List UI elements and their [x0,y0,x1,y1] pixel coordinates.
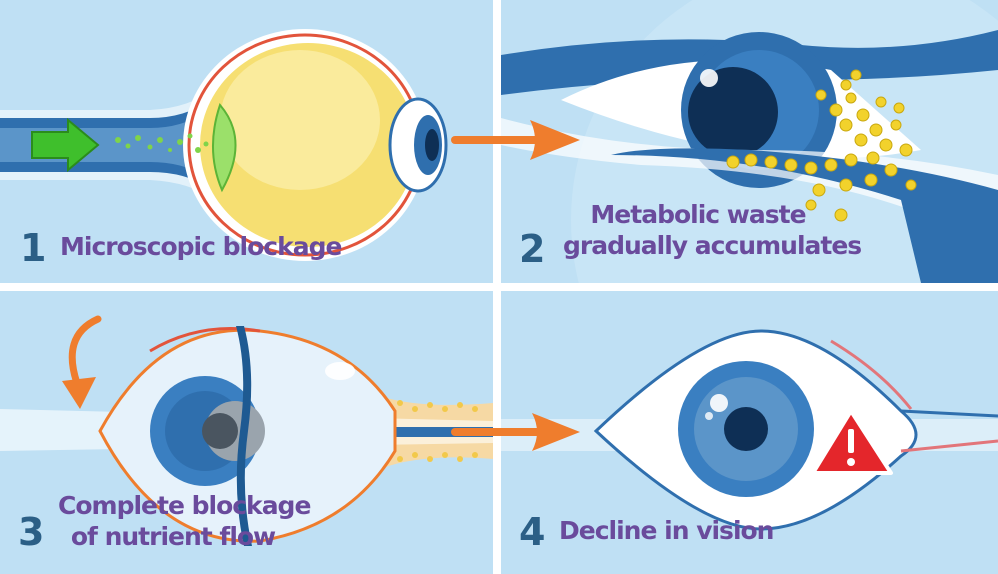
vision-decline-illustration [501,291,998,574]
panel-step-1: 1 Microscopic blockage [0,0,493,283]
caption-line: Decline in vision [559,516,774,545]
panel-step-3: 3 Complete blockage of nutrient flow [0,291,493,574]
nerve-particles [397,400,478,462]
panel-step-2: 2 Metabolic waste gradually accumulates [501,0,998,283]
panel-step-4: 4 Decline in vision [501,291,998,574]
flow-arrow-icon [31,117,100,173]
step-number: 4 [519,510,546,554]
caption-line: gradually accumulates [563,230,862,260]
caption-line: of nutrient flow [70,521,276,551]
step-number: 1 [20,226,47,270]
caption-line: Metabolic waste [590,200,806,229]
caption-line: Microscopic blockage [60,232,342,261]
step-number: 2 [519,227,546,271]
eye-blockage-illustration [0,0,493,283]
waste-accumulation-illustration [501,0,998,283]
step-number: 3 [18,510,45,554]
step-caption: Microscopic blockage [60,232,342,263]
waste-particles [726,69,917,222]
step-caption: Complete blockage of nutrient flow [58,491,311,552]
complete-blockage-illustration [0,291,493,574]
caption-line: Complete blockage [58,491,311,520]
step-caption: Metabolic waste gradually accumulates [563,200,862,261]
blockage-particles [115,133,209,153]
step-caption: Decline in vision [559,516,774,547]
warning-icon [811,409,893,475]
